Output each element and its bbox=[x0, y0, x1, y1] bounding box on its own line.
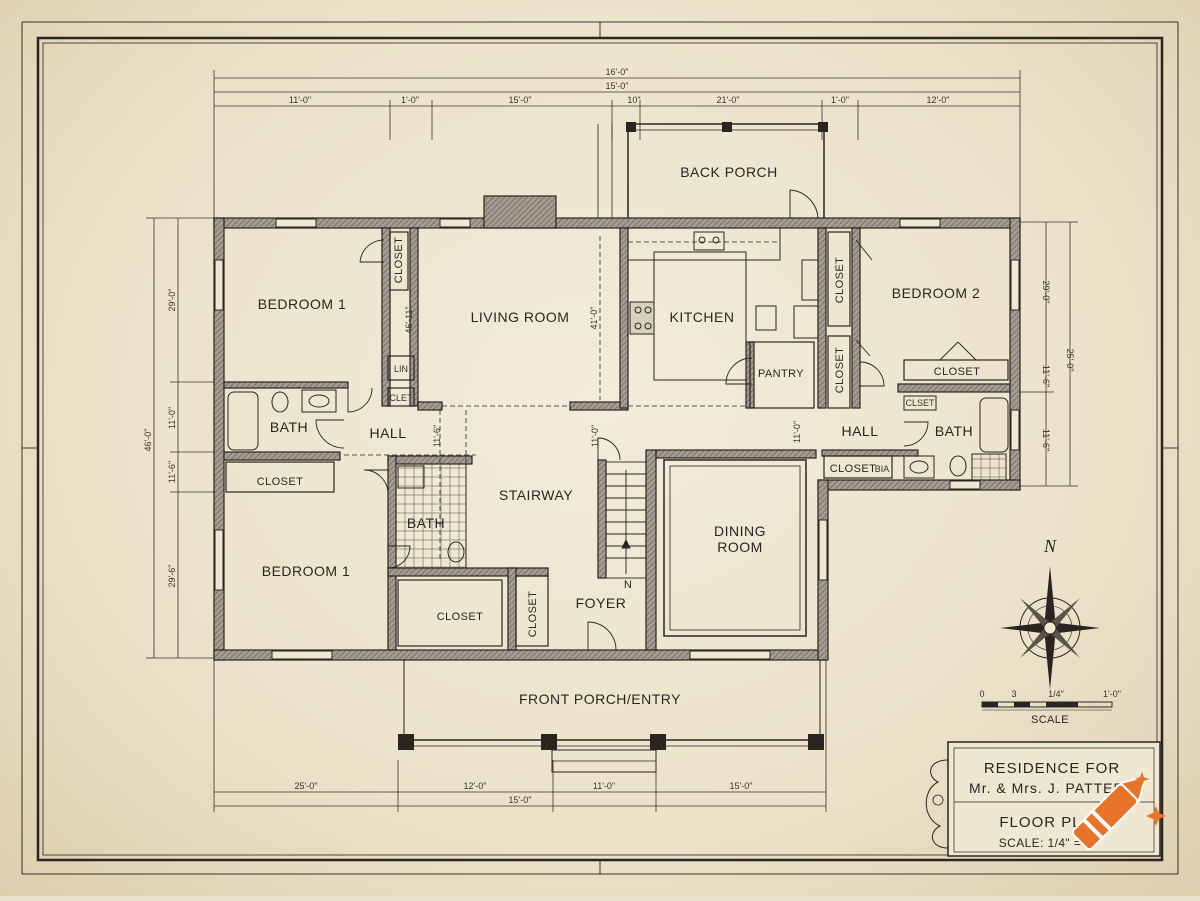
title-line-3: FLOOR PLA bbox=[999, 814, 1092, 831]
stair-north-mark: N bbox=[624, 579, 632, 591]
top-dimensions bbox=[213, 70, 1021, 220]
room-dining-2: ROOM bbox=[717, 539, 763, 555]
room-closet-left: CLOSET bbox=[257, 476, 303, 488]
dim-top-2: 15'-0" bbox=[606, 81, 629, 91]
dim-left: 29'-6" bbox=[167, 565, 177, 588]
title-line-2: Mr. & Mrs. J. PATTERS bbox=[969, 780, 1135, 796]
dim-top-seg: 1'-0" bbox=[401, 95, 419, 105]
front-porch bbox=[398, 660, 824, 773]
dim-left: 29'-0" bbox=[167, 289, 177, 312]
room-hall-left: HALL bbox=[369, 425, 406, 441]
dim-right: 11'-6" bbox=[1041, 365, 1051, 387]
left-dimensions bbox=[146, 217, 214, 659]
room-closet-mid: CLOSET bbox=[437, 611, 483, 623]
room-kitchen: KITCHEN bbox=[670, 309, 735, 325]
kitchen-fixtures bbox=[628, 228, 819, 381]
dim-top-seg: 10" bbox=[627, 95, 640, 105]
scale-bar: 0 3 1/4" 1'-0" SCALE bbox=[979, 689, 1120, 726]
room-linen: LIN bbox=[394, 364, 408, 374]
scale-tick: 1/4" bbox=[1048, 689, 1064, 699]
room-closet-a: CLOSET bbox=[393, 237, 405, 283]
title-block-ornament bbox=[925, 759, 949, 849]
room-bedroom-1-bottom: BEDROOM 1 bbox=[262, 563, 351, 579]
inner-border bbox=[36, 36, 1164, 862]
room-clet: CLET bbox=[389, 393, 413, 403]
room-back-porch: BACK PORCH bbox=[680, 164, 778, 180]
dim-bottom-seg: 15'-0" bbox=[730, 781, 753, 791]
sparkle-icon bbox=[1135, 772, 1149, 786]
dim-right-total: 25'-0" bbox=[1065, 349, 1075, 372]
dim-bottom-total: 15'-0" bbox=[509, 795, 532, 805]
right-dimensions bbox=[1020, 221, 1078, 487]
windows bbox=[214, 218, 1020, 660]
room-closet-right-abbr: BIA bbox=[875, 464, 890, 474]
room-front-porch: FRONT PORCH/ENTRY bbox=[519, 691, 681, 707]
dim-right: 29'-0" bbox=[1041, 281, 1051, 304]
scale-label: SCALE bbox=[1031, 714, 1069, 726]
dim-top-seg: 12'-0" bbox=[927, 95, 950, 105]
bath-fixtures bbox=[227, 389, 1009, 569]
dim-top-seg: 15'-0" bbox=[509, 95, 532, 105]
room-living-room: LIVING ROOM bbox=[471, 309, 570, 325]
stairs bbox=[605, 461, 647, 579]
scale-tick: 3 bbox=[1011, 689, 1016, 699]
room-clset: CLSET bbox=[905, 398, 935, 408]
room-pantry: PANTRY bbox=[758, 368, 804, 380]
room-closet-d: CLOSET bbox=[834, 347, 846, 393]
dim-left-total: 46'-0" bbox=[143, 429, 153, 452]
room-closet-b: CLOSET bbox=[834, 257, 846, 303]
dim-right: 11'-6" bbox=[1041, 429, 1051, 451]
title-line-4: SCALE: 1/4" = bbox=[999, 836, 1082, 850]
dim-interior: 11'-0" bbox=[792, 421, 802, 443]
room-closet-c: CLOSET bbox=[934, 366, 980, 378]
room-stairway: STAIRWAY bbox=[499, 487, 573, 503]
dim-interior: 46'-11" bbox=[404, 306, 414, 333]
dim-top-seg: 11'-0" bbox=[289, 95, 311, 105]
scale-tick: 0 bbox=[979, 689, 984, 699]
dim-top-seg: 21'-0" bbox=[717, 95, 740, 105]
dim-left: 11'-0" bbox=[167, 407, 177, 429]
walls bbox=[213, 195, 1021, 661]
sparkle-icon bbox=[1146, 806, 1166, 826]
room-bath-center: BATH bbox=[407, 515, 445, 531]
room-bedroom-2: BEDROOM 2 bbox=[892, 285, 981, 301]
dim-interior: 11'-0" bbox=[590, 425, 600, 447]
room-closet-vertical: CLOSET bbox=[527, 591, 539, 637]
room-bath-left: BATH bbox=[270, 419, 308, 435]
closet-outlines bbox=[225, 231, 1009, 647]
crayon-logo-icon bbox=[1071, 775, 1147, 851]
dim-top-seg: 1'-0" bbox=[831, 95, 849, 105]
compass-north: N bbox=[1043, 536, 1057, 556]
compass-rose: N bbox=[1000, 536, 1100, 690]
dim-bottom-seg: 12'-0" bbox=[464, 781, 487, 791]
title-line-1: RESIDENCE FOR bbox=[984, 760, 1120, 777]
dim-bottom-seg: 25'-0" bbox=[295, 781, 318, 791]
room-closet-right: CLOSET bbox=[830, 463, 876, 475]
room-dining-1: DINING bbox=[714, 523, 766, 539]
dim-left: 11'-6" bbox=[167, 461, 177, 483]
door-swings bbox=[315, 239, 977, 651]
dining-room-outline bbox=[663, 459, 807, 637]
dim-interior: 11'-6" bbox=[432, 425, 442, 447]
room-bedroom-1-top: BEDROOM 1 bbox=[258, 296, 347, 312]
scale-tick: 1'-0" bbox=[1103, 689, 1121, 699]
dim-top-1: 16'-0" bbox=[606, 67, 629, 77]
room-foyer: FOYER bbox=[576, 595, 627, 611]
dim-bottom-seg: 11'-0" bbox=[593, 781, 615, 791]
dim-interior: 41'-0" bbox=[589, 307, 599, 330]
room-hall-right: HALL bbox=[841, 423, 878, 439]
room-bath-right: BATH bbox=[935, 423, 973, 439]
bottom-dimensions bbox=[213, 660, 827, 812]
